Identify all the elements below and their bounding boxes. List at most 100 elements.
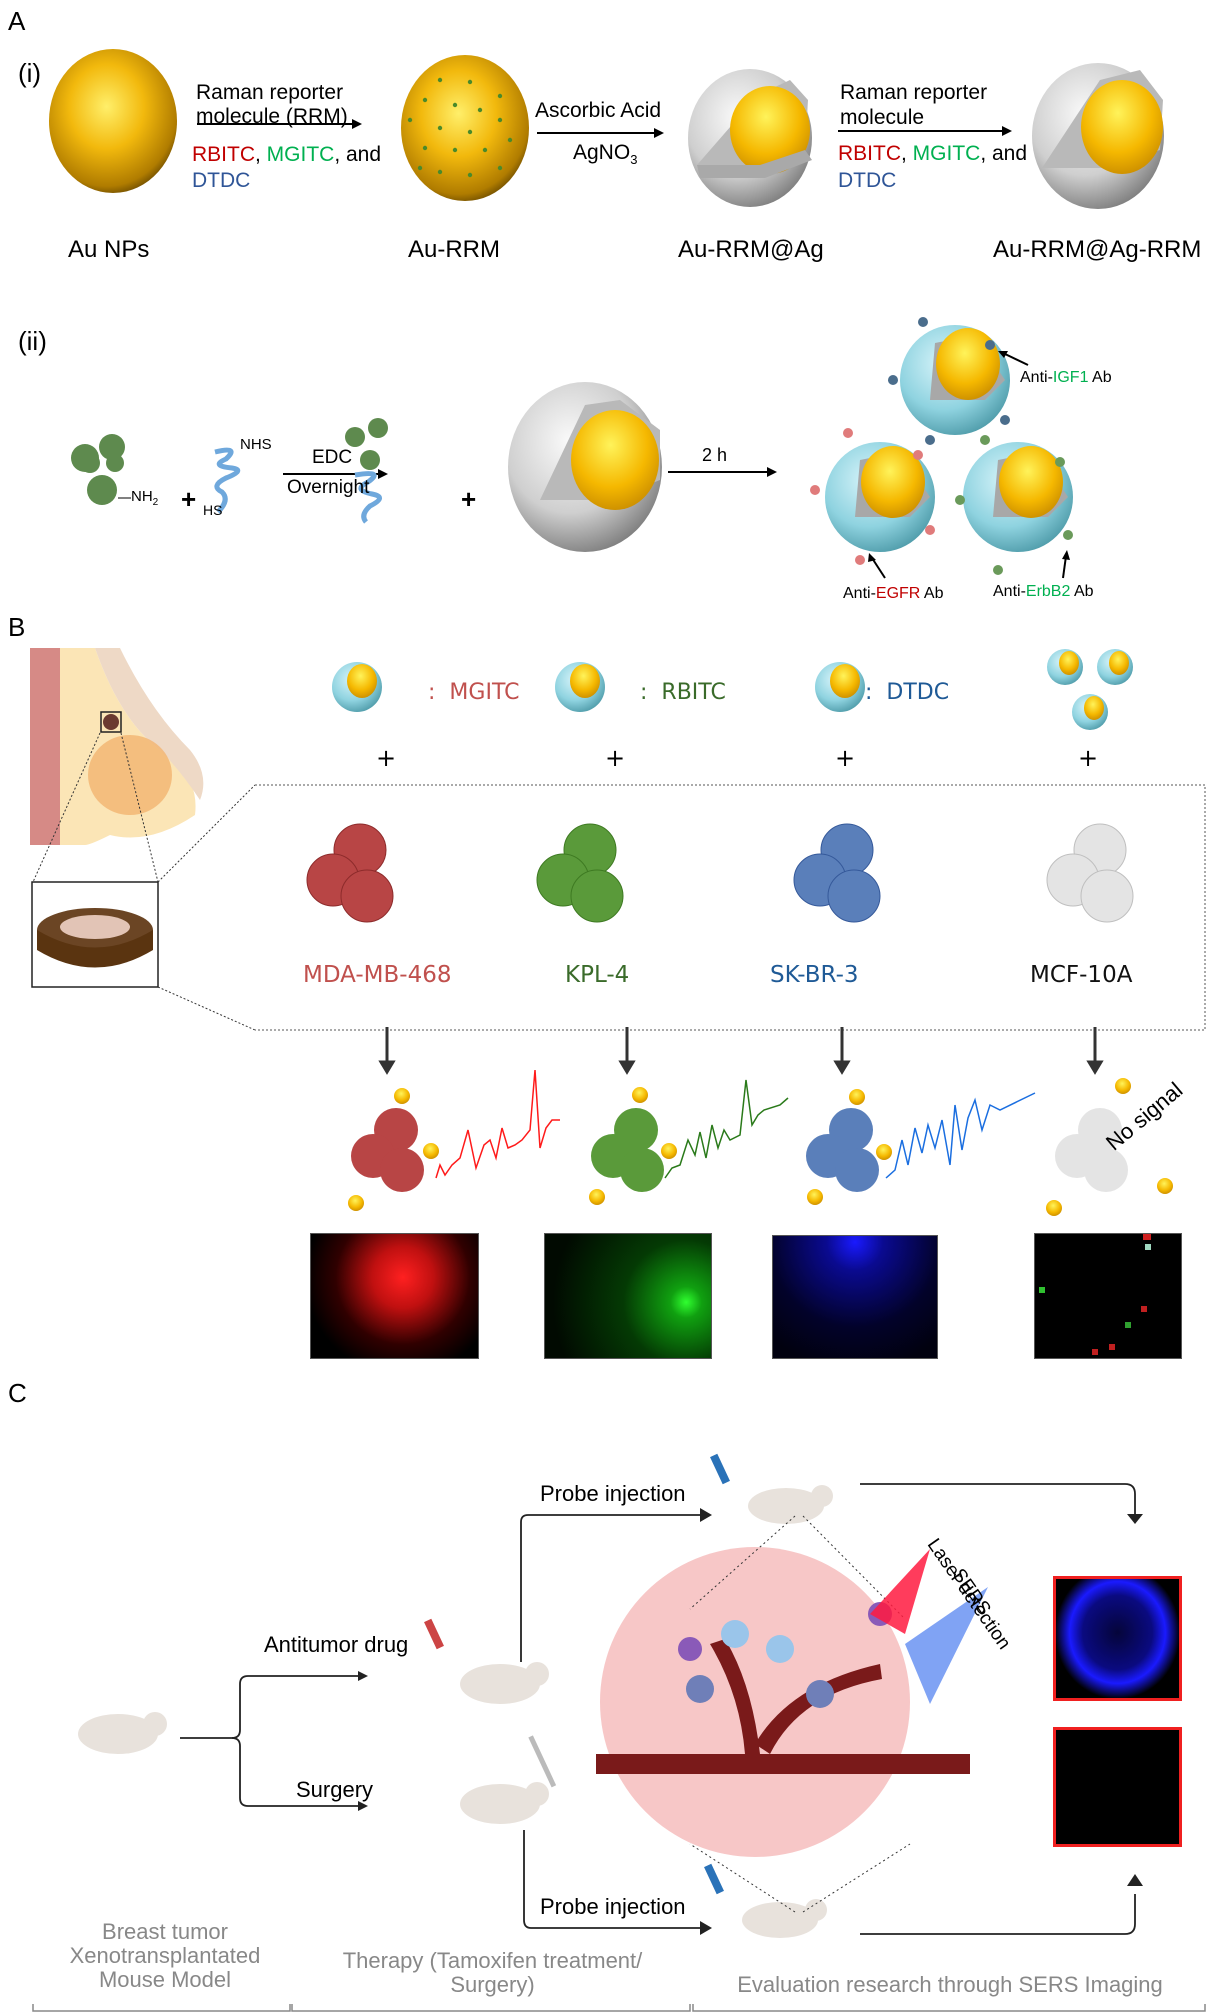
cell-line-kpl-4: KPL-4 — [565, 962, 630, 988]
scalpel-icon — [528, 1735, 557, 1788]
stage-2-label: Therapy (Tamoxifen treatment/ Surgery) — [342, 1948, 643, 1998]
erbb2-probe-particle — [963, 442, 1073, 552]
plus-mgitc: + — [376, 744, 397, 772]
probe-rbitc: : RBITC — [640, 680, 726, 705]
kpl-4-cells — [536, 823, 624, 923]
step2-bottom: AgNO3 — [573, 141, 638, 168]
linker-helix-icon — [214, 447, 241, 514]
panel-c-graphics — [32, 1453, 1206, 2012]
dye-mgitc: MGITC — [266, 143, 335, 166]
au-rrm-dots — [407, 77, 513, 178]
kpl-4-bound-cells — [591, 1108, 664, 1192]
tumor-microenvironment-illustration — [596, 1547, 970, 1857]
caption-au-rrm-ag: Au-RRM@Ag — [678, 236, 824, 263]
probe-dtdc: : DTDC — [865, 680, 950, 705]
mgitc-spectrum — [435, 1069, 560, 1179]
mixed-probes-icon — [1047, 649, 1133, 730]
mouse-initial — [78, 1712, 167, 1754]
bound-probe-icons — [348, 1078, 1173, 1216]
sk-br-3-cells — [793, 823, 881, 923]
step3-line1: Raman reporter — [840, 81, 988, 104]
antibody-linker-conjugate-icon — [345, 418, 388, 524]
rbitc-probe-icon — [555, 662, 605, 712]
sers-map-sk-br-3 — [772, 1235, 938, 1359]
panel-a-ii-label: (ii) — [18, 326, 47, 356]
mcf-10a-cells — [1046, 823, 1134, 923]
au-rrm-ag-rrm-particle-ii — [508, 382, 662, 552]
sers-invivo-map-surgery — [1053, 1727, 1182, 1847]
edc-label: EDC — [312, 447, 353, 468]
mouse-probe-bottom — [742, 1899, 827, 1938]
probe-injection-top-label: Probe injection — [540, 1481, 686, 1506]
step1-line1: Raman reporter — [196, 81, 344, 104]
hs-label: HS — [203, 502, 223, 518]
au-rrm-sphere — [401, 55, 529, 201]
plus-dtdc: + — [835, 744, 856, 772]
step3-line2: molecule — [840, 106, 925, 129]
dtdc-probe-icon — [815, 662, 865, 712]
antibody-icon — [71, 434, 125, 505]
mcf-10a-unbound-cells — [1055, 1108, 1128, 1192]
sk-br-3-bound-cells — [806, 1108, 879, 1192]
sers-invivo-map-drug — [1053, 1576, 1182, 1701]
step3-dye-dtdc: DTDC — [838, 169, 897, 192]
sers-map-kpl-4 — [544, 1233, 712, 1359]
dtdc-spectrum — [885, 1092, 1036, 1179]
cell-line-sk-br-3: SK-BR-3 — [770, 962, 859, 988]
igf1-probe-particle — [900, 325, 1010, 435]
anti-igf1-label: Anti-IGF1 Ab — [1020, 369, 1112, 386]
plus-rbitc: + — [605, 744, 626, 772]
plus-sign-2: + — [461, 484, 477, 514]
egfr-probe-particle — [825, 442, 935, 552]
au-rrm-ag-rrm-particle — [1032, 63, 1164, 209]
mgitc-probe-icon — [332, 662, 382, 712]
panel-b-label: B — [8, 612, 26, 642]
dye-dtdc: DTDC — [192, 169, 251, 192]
mouse-probe-top — [748, 1485, 833, 1524]
syringe-icon-probe-top — [710, 1453, 730, 1485]
plus-mixed: + — [1078, 744, 1099, 772]
surgery-label: Surgery — [296, 1777, 374, 1802]
antitumor-drug-label: Antitumor drug — [264, 1632, 409, 1657]
mouse-drug-treated — [460, 1662, 549, 1704]
au-rrm-ag-particle — [688, 69, 812, 207]
anti-erbb2-label: Anti-ErbB2 Ab — [993, 583, 1094, 600]
laser-red-cone — [870, 1549, 930, 1634]
probe-mgitc: : MGITC — [428, 680, 520, 705]
panel-b-graphics — [30, 648, 1206, 1216]
cell-line-mcf-10a: MCF-10A — [1030, 962, 1133, 988]
syringe-icon-drug — [424, 1618, 444, 1650]
panel-a-i-label: (i) — [18, 58, 42, 88]
stage-3-label: Evaluation research through SERS Imaging — [737, 1972, 1163, 1997]
plus-sign-1: + — [181, 484, 197, 514]
caption-au-rrm-ag-rrm: Au-RRM@Ag-RRM — [993, 236, 1202, 263]
mda-mb-468-bound-cells — [351, 1108, 424, 1192]
nhs-label: NHS — [240, 436, 272, 453]
mda-mb-468-cells — [306, 823, 394, 923]
step1-dyes: RBITC, MGITC, and — [192, 143, 382, 166]
panel-a-label: A — [8, 6, 26, 36]
step1-line2: molecule (RRM) — [196, 105, 348, 128]
sers-map-mcf-10a — [1034, 1233, 1182, 1359]
syringe-icon-probe-bottom — [704, 1863, 724, 1895]
nh2-label: NH2 — [131, 488, 159, 508]
stage-1-label: Breast tumor Xenotransplantated Mouse Mo… — [69, 1919, 261, 1993]
step3-dyes: RBITC, MGITC, and — [838, 142, 1028, 165]
dye-rbitc: RBITC — [192, 143, 255, 166]
time-label: 2 h — [702, 445, 728, 465]
mouse-surgery — [460, 1782, 549, 1824]
panel-a-graphics — [49, 49, 1164, 579]
petri-dish-illustration — [31, 881, 159, 988]
rbitc-spectrum — [664, 1079, 789, 1179]
probe-injection-bottom-label: Probe injection — [540, 1894, 686, 1919]
sers-map-mda-mb-468 — [310, 1233, 479, 1359]
caption-au-nps: Au NPs — [68, 236, 150, 263]
laser-blue-cone — [905, 1587, 988, 1704]
cell-line-mda-mb-468: MDA-MB-468 — [303, 962, 452, 988]
breast-anatomy-illustration — [30, 648, 204, 845]
caption-au-rrm: Au-RRM — [408, 236, 501, 263]
anti-egfr-label: Anti-EGFR Ab — [843, 585, 944, 602]
panel-c-label: C — [8, 1378, 27, 1408]
step2-top: Ascorbic Acid — [535, 99, 662, 122]
overnight-label: Overnight — [287, 477, 370, 498]
